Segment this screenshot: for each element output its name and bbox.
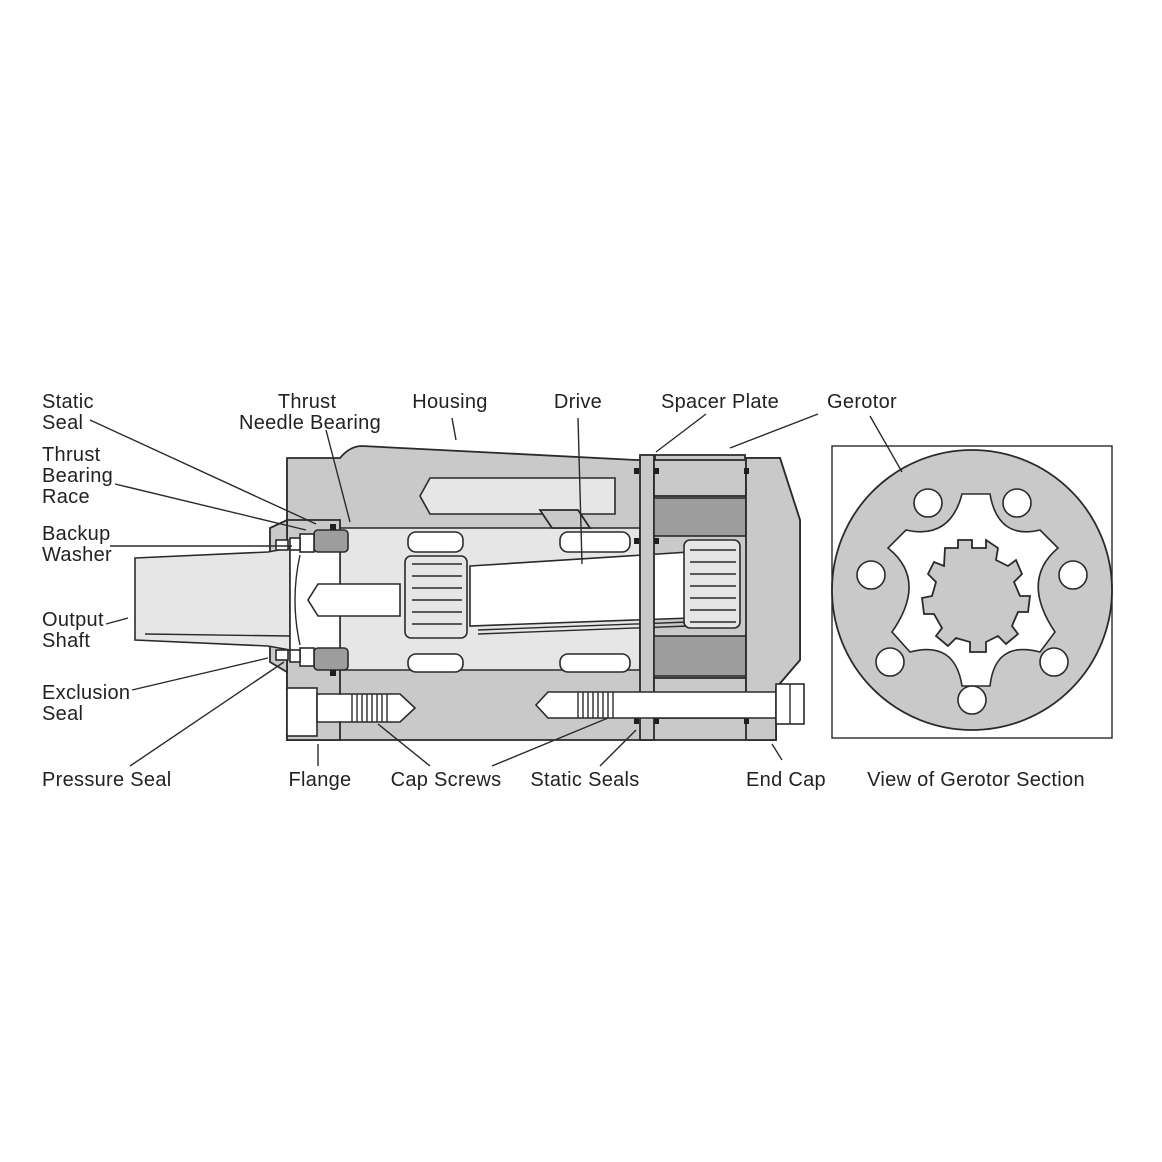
label-gerotor-view: View of Gerotor Section xyxy=(867,769,1085,791)
label-backup-washer: Backup Washer xyxy=(42,523,116,566)
label-spacer-plate: Spacer Plate xyxy=(661,391,779,413)
labels: Static Seal Thrust Bearing Race Backup W… xyxy=(42,391,1085,791)
static-seal-mark-2 xyxy=(654,468,659,474)
gerotor-bolt-hole-4 xyxy=(1058,560,1088,590)
label-end-cap: End Cap xyxy=(746,769,826,791)
thrust-needle-bearing-bottom xyxy=(313,647,349,671)
exclusion-seal-bottom xyxy=(275,649,289,661)
exclusion-seal-top xyxy=(275,539,289,551)
label-output-shaft: Output Shaft xyxy=(42,609,110,652)
housing-pocket-bottom-right xyxy=(559,653,631,673)
drive-shaft xyxy=(469,551,691,627)
backup-washer-top xyxy=(289,537,301,551)
gerotor-top-dark xyxy=(653,497,747,537)
gerotor-bolt-hole-2 xyxy=(1002,488,1032,518)
static-seal-mark-6 xyxy=(634,718,639,724)
label-drive: Drive xyxy=(554,391,602,413)
spacer-plate xyxy=(639,454,655,741)
gerotor-bolt-hole-6 xyxy=(1039,647,1069,677)
drive-spline-left xyxy=(404,555,468,639)
housing-pocket-top-right xyxy=(559,531,631,553)
top-passage xyxy=(419,477,616,515)
label-cap-screws: Cap Screws xyxy=(391,769,502,791)
static-seal-mark-5 xyxy=(654,538,659,544)
top-passage-notch xyxy=(538,509,592,529)
shaft-break xyxy=(294,554,301,646)
label-exclusion-seal: Exclusion Seal xyxy=(42,682,136,725)
bearing-race-top xyxy=(299,533,315,553)
end-cap xyxy=(745,457,801,741)
gerotor-view xyxy=(831,445,1113,739)
label-housing: Housing xyxy=(412,391,487,413)
gerotor-inner-gear xyxy=(921,538,1032,653)
static-seal-mark-1 xyxy=(634,468,639,474)
leader-lines xyxy=(89,413,903,767)
gerotor-bolt-hole-7 xyxy=(957,685,987,715)
drive-spline-right xyxy=(683,539,741,629)
housing-pocket-top-left xyxy=(407,531,464,553)
gerotor-top-block xyxy=(653,459,747,497)
label-thrust-bearing-race: Thrust Bearing Race xyxy=(42,444,119,508)
gerotor-bottom-dark xyxy=(653,635,747,677)
label-static-seal: Static Seal xyxy=(42,391,100,434)
bearing-race-bottom xyxy=(299,647,315,667)
thrust-needle-bearing-top xyxy=(313,529,349,553)
cap-screw-flange xyxy=(286,687,417,737)
label-static-seals: Static Seals xyxy=(530,769,639,791)
cap-screw-long xyxy=(534,683,805,725)
drive-socket xyxy=(307,583,401,617)
gerotor-bolt-hole-5 xyxy=(875,647,905,677)
gerotor-bolt-hole-1 xyxy=(913,488,943,518)
static-seal-mark-bottom xyxy=(330,670,336,676)
static-seal-mark-7 xyxy=(654,718,659,724)
label-pressure-seal: Pressure Seal xyxy=(42,769,172,791)
motor-section xyxy=(134,445,805,741)
static-seal-mark-8 xyxy=(744,718,749,724)
label-thrust-needle-bearing: Thrust Needle Bearing xyxy=(239,391,381,434)
label-gerotor: Gerotor xyxy=(827,391,897,413)
static-seal-mark-4 xyxy=(634,538,639,544)
static-seal-mark-top xyxy=(330,524,336,530)
backup-washer-bottom xyxy=(289,649,301,663)
static-seal-mark-3 xyxy=(744,468,749,474)
shaft-highlight xyxy=(144,633,291,637)
housing-pocket-bottom-left xyxy=(407,653,464,673)
label-flange: Flange xyxy=(289,769,352,791)
gerotor-bolt-hole-3 xyxy=(856,560,886,590)
